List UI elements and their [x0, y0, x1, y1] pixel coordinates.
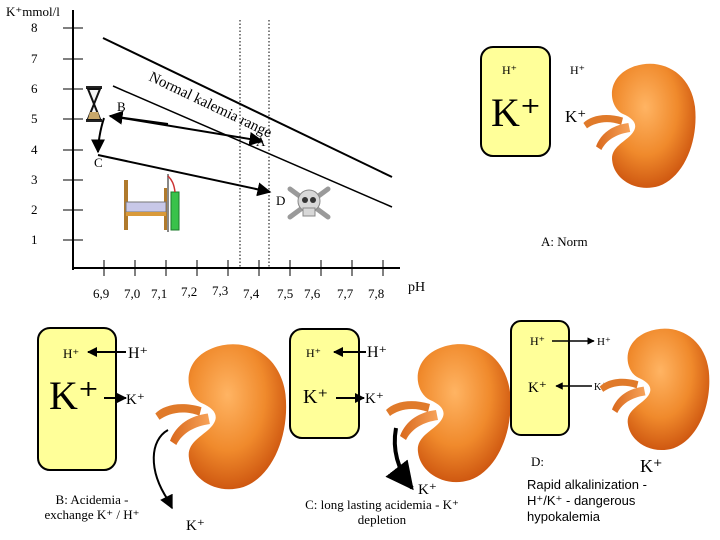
- panel-b-h-label: H⁺: [63, 346, 79, 361]
- y-axis: [63, 10, 83, 270]
- panel-d-k-in: K⁺: [528, 380, 547, 396]
- arrow-to-b: [110, 116, 168, 124]
- hourglass-icon: [86, 86, 102, 122]
- panel-b-k-out: K⁺: [126, 392, 145, 408]
- y-tick-label: 2: [31, 202, 38, 217]
- kidney-icon: [583, 64, 695, 188]
- panel-a-k-out: K⁺: [565, 107, 586, 126]
- x-tick-label: 7,1: [151, 286, 167, 301]
- x-tick-label: 7,7: [337, 286, 354, 301]
- panel-d-h-out: H⁺: [597, 336, 611, 348]
- y-tick-labels: 8 7 6 5 4 3 2 1: [31, 20, 38, 247]
- panel-a-k-label: K⁺: [491, 90, 541, 135]
- arrow-to-c: [98, 118, 104, 152]
- y-tick-label: 3: [31, 172, 38, 187]
- panel-d-k-urine: K⁺: [640, 456, 663, 476]
- panel-c-k-label: K⁺: [303, 386, 328, 408]
- panel-a-caption: A: Norm: [541, 234, 588, 249]
- series-line-upper: [103, 38, 392, 177]
- x-tick-label: 7,8: [368, 286, 384, 301]
- point-label-a: A: [256, 134, 266, 149]
- panel-b-k-label: K⁺: [49, 373, 99, 418]
- x-axis: [73, 260, 400, 276]
- point-label-d: D: [276, 193, 285, 208]
- x-tick-label: 7,6: [304, 286, 321, 301]
- panel-c-h-label: H⁺: [306, 346, 321, 360]
- y-tick-label: 4: [31, 142, 38, 157]
- y-axis-label: K⁺mmol/l: [6, 4, 60, 19]
- panel-b-ureter: [154, 430, 172, 508]
- panel-d-caption: Rapid alkalinization - H⁺/K⁺ - dangerous…: [527, 477, 673, 525]
- panel-d-h-in: H⁺: [530, 334, 545, 348]
- y-tick-label: 6: [31, 81, 38, 96]
- panel-c-k-out: K⁺: [365, 391, 384, 407]
- x-tick-label: 7,0: [124, 286, 140, 301]
- panel-c-k-urine: K⁺: [418, 482, 437, 498]
- point-label-c: C: [94, 155, 103, 170]
- x-tick-label: 6,9: [93, 286, 109, 301]
- panel-c-h-out: H⁺: [367, 344, 387, 361]
- panel-b-h-out: H⁺: [128, 345, 148, 362]
- kidney-icon: [600, 329, 710, 450]
- panel-d-label: D:: [531, 454, 544, 469]
- kidney-icon: [386, 344, 511, 482]
- x-tick-labels: 6,9 7,0 7,1 7,2 7,3 7,4 7,5 7,6 7,7 7,8: [93, 283, 384, 301]
- panel-a-h-out: H⁺: [570, 63, 585, 77]
- point-label-b: B: [117, 99, 126, 114]
- kidney-icon: [155, 344, 286, 489]
- x-tick-label: 7,4: [243, 286, 260, 301]
- panel-b-k-urine: K⁺: [186, 518, 205, 534]
- arrow-to-d: [98, 155, 270, 192]
- x-axis-label: pH: [408, 280, 425, 295]
- y-tick-label: 8: [31, 20, 38, 35]
- y-tick-label: 7: [31, 51, 38, 66]
- panel-b-caption: B: Acidemia - exchange K⁺ / H⁺: [30, 492, 154, 522]
- panel-c-caption: C: long lasting acidemia - K⁺ depletion: [296, 497, 468, 527]
- y-tick-label: 1: [31, 232, 38, 247]
- skull-crossbones-icon: [290, 189, 328, 217]
- x-tick-label: 7,3: [212, 283, 228, 298]
- panel-c-box: [290, 329, 359, 438]
- band-label: Normal kalemia range: [146, 69, 274, 141]
- x-tick-label: 7,5: [277, 286, 293, 301]
- panel-a-h-label: H⁺: [502, 63, 517, 77]
- hospital-bed-icon: [124, 174, 179, 232]
- x-tick-label: 7,2: [181, 284, 197, 299]
- y-tick-label: 5: [31, 111, 38, 126]
